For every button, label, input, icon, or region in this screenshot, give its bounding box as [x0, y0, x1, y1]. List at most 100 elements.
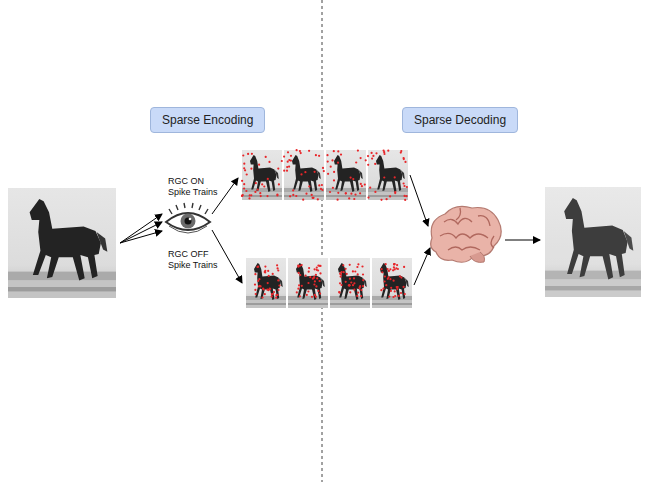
spike-dot [353, 277, 355, 279]
spike-dot [374, 191, 376, 193]
spike-dot [394, 290, 396, 292]
spike-dot [397, 268, 399, 270]
spike-dot [276, 294, 278, 296]
spike-dot [387, 276, 389, 278]
spike-dot [360, 289, 362, 291]
spike-dot [289, 195, 291, 197]
spike-dot [367, 164, 369, 166]
spike-dot [400, 152, 402, 154]
spike-dot [367, 155, 369, 157]
spike-dot [337, 199, 339, 201]
spike-dot [403, 266, 405, 268]
spike-dot [306, 294, 308, 296]
spike-dot [258, 278, 260, 280]
spike-dot [309, 276, 311, 278]
spike-dot [362, 273, 364, 275]
spike-dot [348, 285, 350, 287]
spike-dot [314, 280, 316, 282]
spike-dot [271, 296, 273, 298]
spike-dot [345, 192, 347, 194]
spike-dot [393, 263, 395, 265]
spike-dot [375, 152, 377, 154]
spike-dot [382, 288, 384, 290]
spike-dot [353, 289, 355, 291]
spike-dot [245, 190, 247, 192]
spike-dot [384, 280, 386, 282]
spike-dot [266, 195, 268, 197]
spike-dot [277, 267, 279, 269]
spike-dot [340, 276, 342, 278]
spike-dot [352, 178, 354, 180]
spike-dot [380, 289, 382, 291]
spike-dot [385, 284, 387, 286]
spike-dot [321, 184, 323, 186]
spike-dot [241, 195, 243, 197]
spike-dot [352, 270, 354, 272]
spike-dot [327, 161, 329, 163]
spike-dot [387, 150, 389, 152]
spike-dot [350, 281, 352, 283]
spike-dot [273, 291, 275, 293]
spike-dot [357, 150, 359, 152]
spike-dot [305, 193, 307, 195]
spike-dot [261, 296, 263, 298]
spike-dot [346, 273, 348, 275]
signal-label: RGC OFF Spike Trains [168, 249, 224, 271]
spike-dot [319, 265, 321, 267]
spike-dot [308, 185, 310, 187]
spike-dot [396, 286, 398, 288]
spike-dot [352, 284, 354, 286]
spike-dot [348, 284, 350, 286]
spike-dot [265, 156, 267, 158]
spike-dot [403, 158, 405, 160]
spike-dot [243, 183, 245, 185]
flow-arrow [120, 175, 540, 285]
spike-dot [403, 182, 405, 184]
spike-dot [299, 150, 301, 152]
spike-dot [266, 289, 268, 291]
spike-dot [387, 268, 389, 270]
spike-dot [250, 194, 252, 196]
spike-dot [254, 289, 256, 291]
spike-dot [354, 194, 356, 196]
spike-dot [247, 153, 249, 155]
spike-dot [300, 152, 302, 154]
spike-dot [286, 166, 288, 168]
spike-dot [315, 285, 317, 287]
spike-dot [339, 282, 341, 284]
spike-dot [339, 273, 341, 275]
spike-dot [356, 266, 358, 268]
spike-dot [321, 189, 323, 191]
spike-dot [392, 296, 394, 298]
spike-dot [277, 279, 279, 281]
spike-dot [323, 170, 325, 172]
spike-dot [298, 272, 300, 274]
spike-dot [259, 285, 261, 287]
spike-dot [243, 163, 245, 165]
spike-dot [251, 153, 253, 155]
spike-dot [292, 194, 294, 196]
spike-dot [263, 185, 265, 187]
spike-dot [341, 271, 343, 273]
spike-dot [277, 269, 279, 271]
spike-dot [248, 197, 250, 199]
spike-dot [392, 269, 394, 271]
spike-dot [287, 151, 289, 153]
spike-dot [241, 180, 243, 182]
spike-dot [317, 198, 319, 200]
spike-dot [257, 266, 259, 268]
spike-dot [390, 290, 392, 292]
signal-label: RGC ON Spike Trains [168, 176, 224, 198]
spike-dot [315, 296, 317, 298]
spike-dot [358, 287, 360, 289]
section-header-box: Sparse Encoding [150, 107, 265, 133]
spike-dot [269, 288, 271, 290]
spike-dot [361, 265, 363, 267]
spike-dot [357, 273, 359, 275]
spike-dot [313, 283, 315, 285]
spike-dot [386, 198, 388, 200]
spike-dot [300, 173, 302, 175]
spike-dot [406, 186, 408, 188]
spike-dot [397, 286, 399, 288]
